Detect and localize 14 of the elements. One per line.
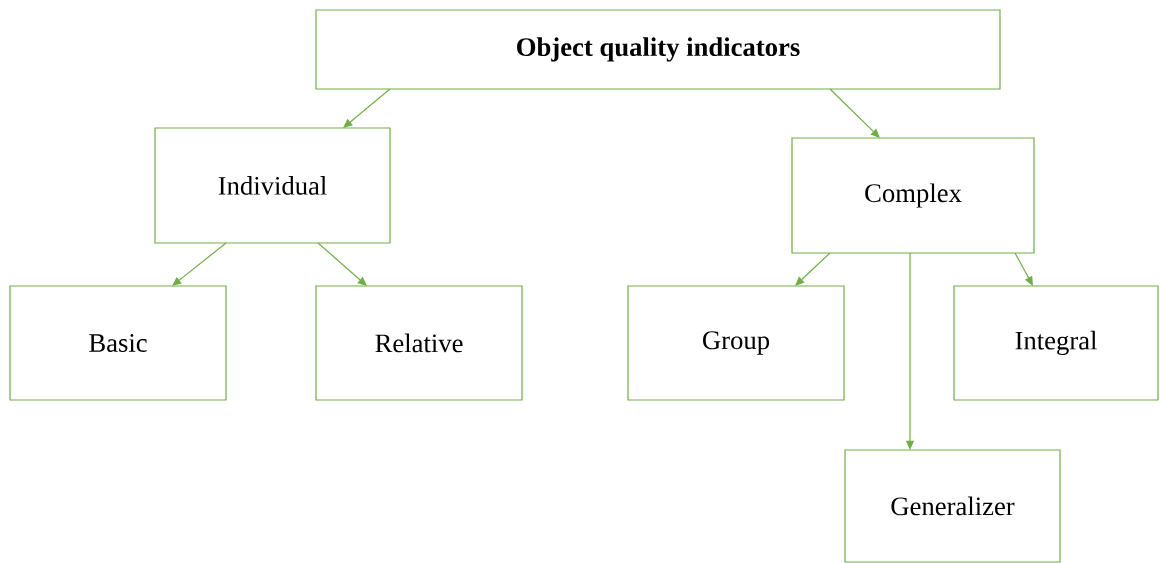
category-box: Integral — [953, 285, 1159, 401]
category-box: Relative — [315, 285, 523, 401]
arrow — [317, 242, 367, 286]
category-box: Generalizer — [844, 449, 1061, 563]
arrow — [1014, 252, 1033, 286]
arrow — [795, 252, 831, 286]
arrow — [829, 88, 880, 138]
arrow — [343, 88, 391, 128]
arrow — [172, 242, 227, 286]
category-box: Basic — [9, 285, 227, 401]
category-box: Complex — [791, 137, 1035, 254]
category-box: Group — [627, 285, 845, 401]
title-box: Object quality indicators — [315, 9, 1001, 90]
category-box: Individual — [154, 127, 391, 244]
